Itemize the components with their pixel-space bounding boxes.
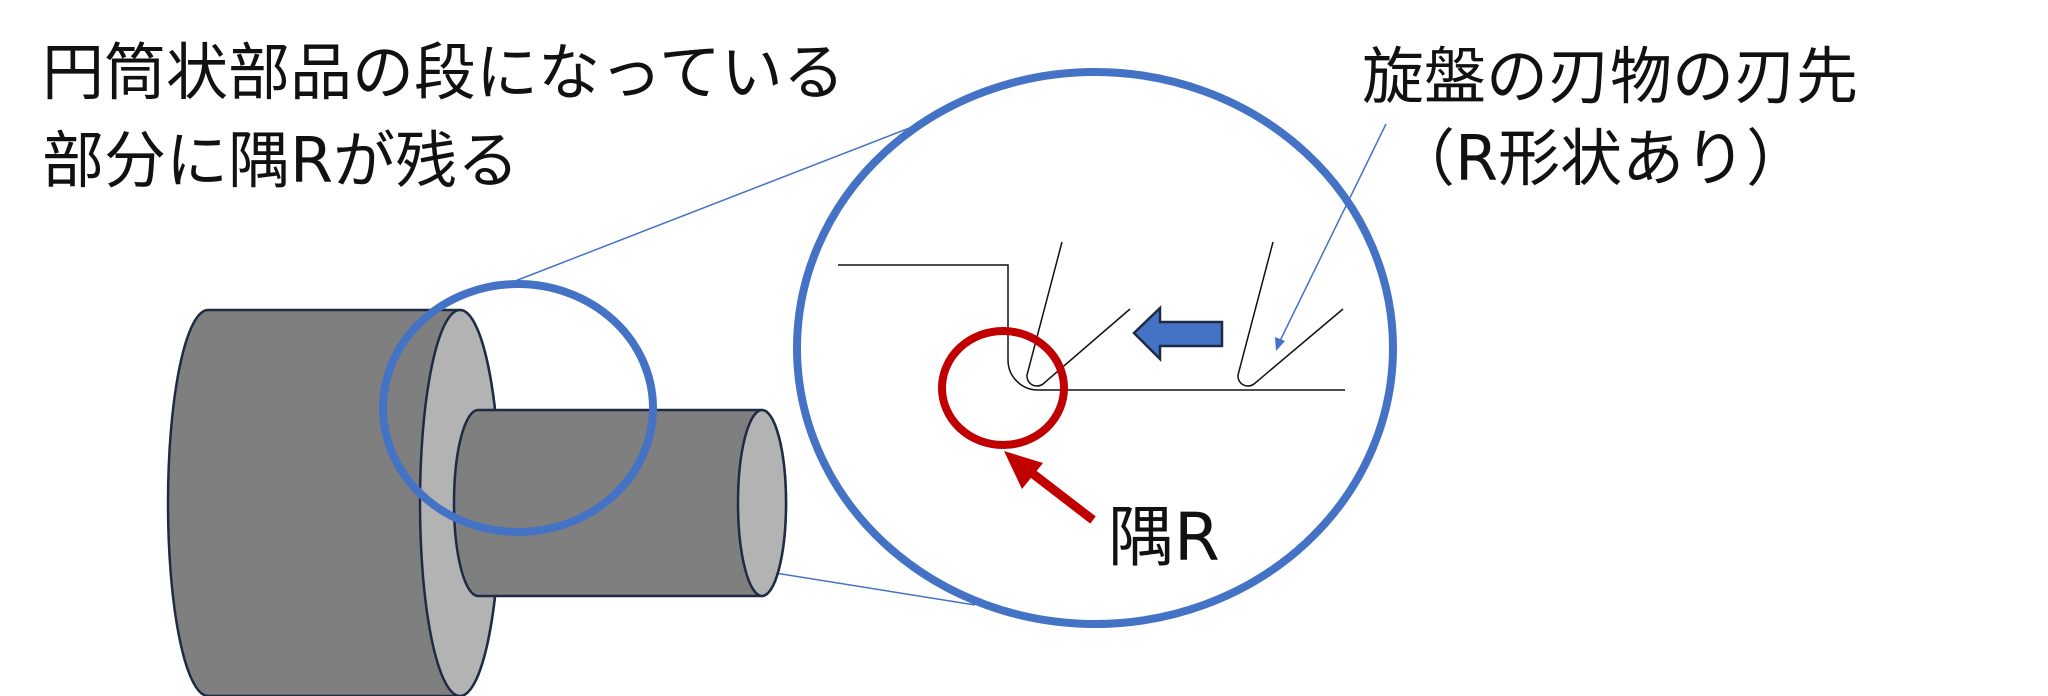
small-cylinder-body <box>452 408 788 598</box>
corner-r-pointer-head <box>1004 451 1043 489</box>
tool-tip-leader-line <box>1277 123 1387 346</box>
tool-tip-incoming <box>1237 241 1344 387</box>
tool-tip-current <box>1026 241 1131 387</box>
small-cylinder-face <box>736 408 788 598</box>
tool-tip-leader-arrowhead <box>1275 337 1285 351</box>
workpiece-profile-line <box>838 264 1345 391</box>
right-caption-line2: （R形状あり） <box>1393 122 1808 195</box>
left-caption-line2: 部分に隅Rが残る <box>42 124 519 197</box>
left-caption-line1: 円筒状部品の段になっている <box>42 36 845 109</box>
corner-r-label: 隅R <box>1108 499 1220 576</box>
stepped-cylinder-part <box>166 308 788 696</box>
feed-direction-arrow <box>1132 305 1224 363</box>
corner-r-highlight-circle <box>938 327 1068 449</box>
step-highlight-circle <box>379 280 657 536</box>
corner-r-pointer-shaft <box>1025 466 1096 524</box>
zoom-circle <box>793 68 1397 628</box>
right-caption-line1: 旋盤の刃物の刃先 <box>1362 40 1858 113</box>
zoom-leader-top <box>509 119 931 284</box>
